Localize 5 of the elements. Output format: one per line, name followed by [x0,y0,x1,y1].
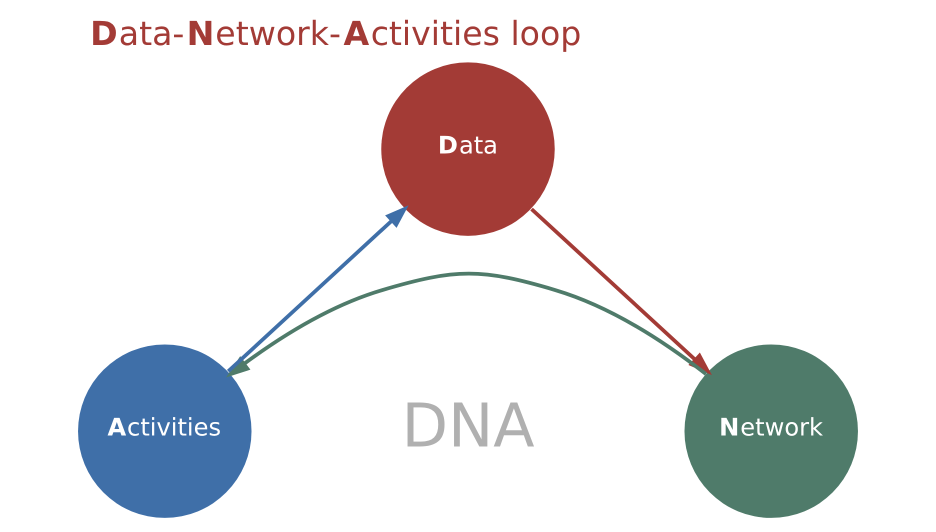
diagram-title: Data-Network-Activities loop [90,14,582,54]
node-circle: Data [381,62,555,236]
arrow [226,205,409,373]
node-circle: Network [684,344,858,518]
label: DNA [402,391,534,462]
